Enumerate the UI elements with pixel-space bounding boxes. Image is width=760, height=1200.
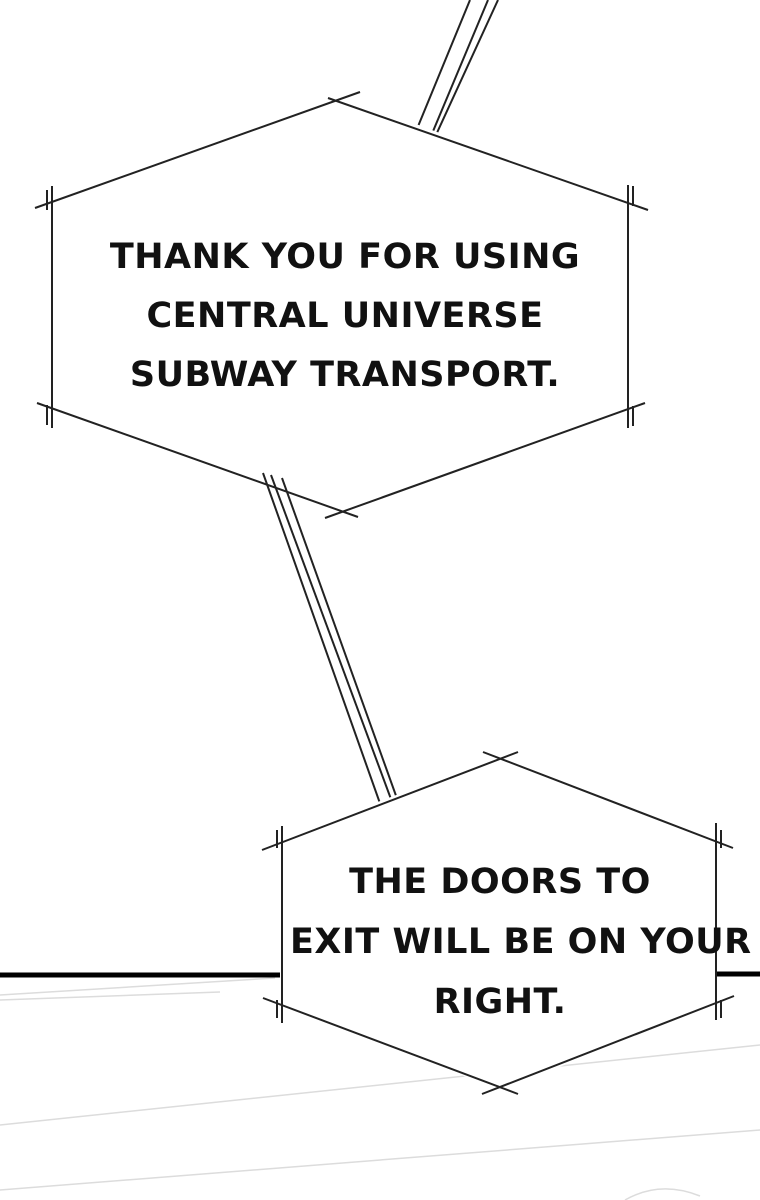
bubble-text-line: RIGHT. (433, 982, 567, 1022)
bubble-text-line: EXIT WILL BE ON YOUR (290, 922, 752, 962)
bubble1-top-tail (411, 0, 499, 149)
floor-line (0, 971, 760, 978)
floor-perspective-lines (0, 977, 760, 1200)
bubble-text-line: CENTRAL UNIVERSE (146, 296, 544, 336)
speech-bubble-2-text: THE DOORS TO EXIT WILL BE ON YOUR RIGHT. (290, 852, 752, 1032)
bubble-text-line: THANK YOU FOR USING (109, 237, 581, 277)
bubble-text-line: THE DOORS TO (349, 862, 651, 902)
speech-bubble-2-frame (261, 751, 735, 1095)
bubble-text-line: SUBWAY TRANSPORT. (129, 355, 561, 395)
connector-tail (262, 472, 405, 827)
speech-bubble-1-frame (34, 91, 649, 519)
speech-bubble-1-text: THANK YOU FOR USING CENTRAL UNIVERSE SUB… (100, 228, 590, 405)
